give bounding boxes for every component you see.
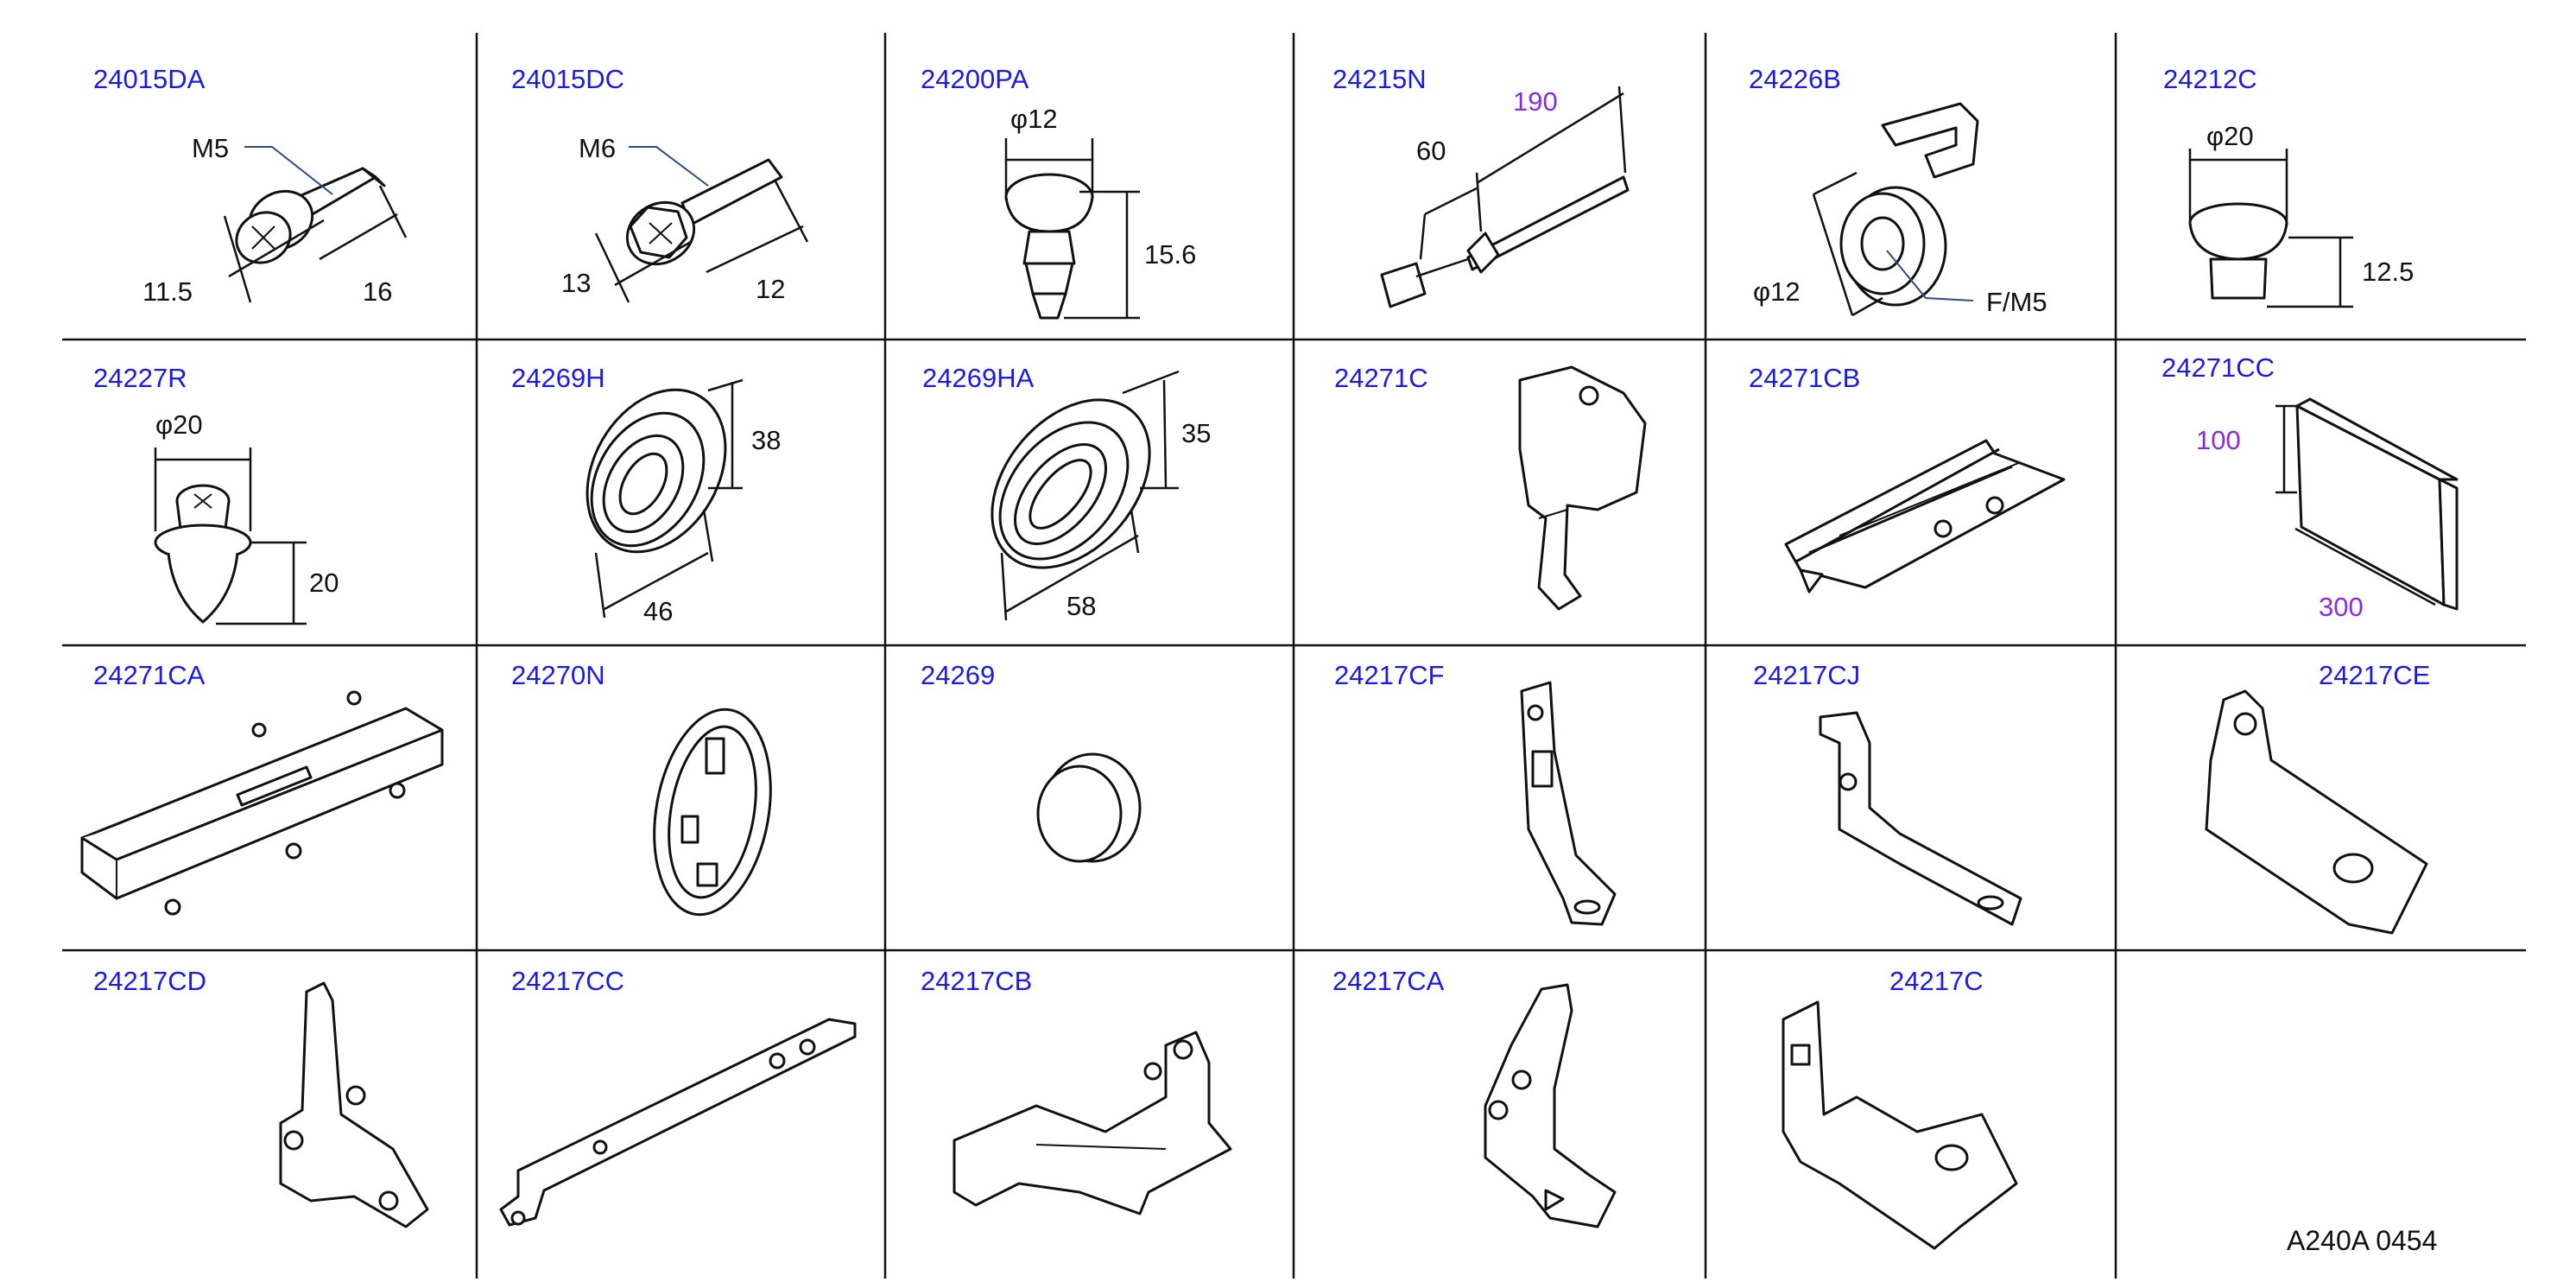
dimension-label: 16 (363, 276, 392, 307)
bracket-c-drawing (1782, 1000, 2018, 1250)
dimension-label: 58 (1066, 591, 1096, 621)
reference-code: A240A 0454 (2287, 1225, 2438, 1256)
ring-grommet-drawing (653, 708, 772, 917)
dimension-label: 11.5 (142, 276, 193, 307)
part-number-label: 24217CC (511, 966, 624, 996)
dimension-label: M6 (579, 133, 616, 163)
dimension-label: 46 (643, 596, 673, 626)
bracket-cj-drawing (1819, 711, 2022, 926)
long-harness-channel-drawing (80, 690, 444, 916)
push-clip-drawing: φ12 15.6 (1004, 104, 1196, 320)
cable-tie-drawing: 60 190 (1380, 86, 1630, 308)
bracket-cf-drawing (1520, 681, 1617, 926)
part-number-label: 24271C (1334, 363, 1428, 393)
part-number-label: 24217CF (1334, 660, 1445, 690)
part-number-label: 24215N (1332, 64, 1427, 94)
dimension-label: 38 (751, 425, 781, 455)
dimension-label: φ12 (1753, 276, 1801, 307)
part-number-label: 24227R (93, 363, 187, 393)
foam-pad-drawing: 100 300 (2196, 397, 2459, 622)
bracket-ce-drawing (2205, 689, 2428, 935)
part-number-label: 24217CJ (1753, 660, 1861, 690)
part-number-label: 24217C (1889, 966, 1984, 996)
dimension-label: 60 (1416, 136, 1446, 166)
part-number-label: 24271CA (93, 660, 206, 690)
dimension-label: φ20 (155, 409, 203, 440)
dimension-label: φ20 (2206, 121, 2254, 151)
part-number-label: 24217CB (921, 966, 1033, 996)
plug-grommet-drawing (1036, 752, 1142, 863)
oval-grommet-large-drawing: 35 58 (991, 370, 1211, 621)
bracket-ca-drawing (1484, 983, 1617, 1228)
grommet-nut-drawing: φ20 12.5 (2188, 121, 2414, 308)
dimension-label: 190 (1513, 86, 1558, 117)
dimension-label: 20 (309, 568, 339, 598)
part-number-label: 24217CD (93, 966, 206, 996)
dimension-label: φ12 (1010, 104, 1058, 134)
dimension-label: M5 (192, 133, 229, 163)
part-number-label: 24217CE (2319, 660, 2431, 690)
part-number-label: 24015DA (93, 64, 206, 94)
bolt-m6-drawing: M6 13 12 (561, 133, 809, 304)
part-number-label: 24269H (511, 363, 605, 393)
harness-channel-drawing (1784, 439, 2066, 593)
bolt-m5-drawing: M5 11.5 16 (142, 133, 408, 307)
dimension-label: 15.6 (1144, 239, 1196, 270)
dimension-label: 35 (1181, 418, 1211, 448)
dimension-label: 12.5 (2362, 257, 2414, 287)
nut-clamp-drawing: φ12 F/M5 (1753, 102, 2048, 317)
part-number-label: 24269HA (922, 363, 1035, 393)
dimension-label: F/M5 (1986, 287, 2048, 317)
rivet-drawing: φ20 20 (154, 409, 339, 625)
bracket-cc-drawing (499, 1018, 857, 1227)
part-number-label: 24015DC (511, 64, 624, 94)
bracket-cb-drawing (953, 1031, 1232, 1215)
part-number-label: 24212C (2163, 64, 2257, 94)
dimension-label: 13 (561, 268, 591, 298)
dimension-label: 300 (2319, 592, 2364, 622)
bracket-cd-drawing (279, 981, 429, 1228)
dimension-label: 100 (2196, 425, 2241, 455)
part-number-label: 24226B (1749, 64, 1841, 94)
part-number-label: 24200PA (921, 64, 1029, 94)
oval-grommet-drawing: 38 46 (585, 378, 781, 626)
part-number-label: 24271CC (2161, 352, 2275, 383)
dimension-label: 12 (756, 274, 785, 304)
part-number-label: 24271CB (1749, 363, 1861, 393)
harness-protector-drawing (1518, 365, 1647, 611)
part-number-label: 24269 (921, 660, 996, 690)
part-number-label: 24270N (511, 660, 605, 690)
part-number-label: 24217CA (1332, 966, 1445, 996)
